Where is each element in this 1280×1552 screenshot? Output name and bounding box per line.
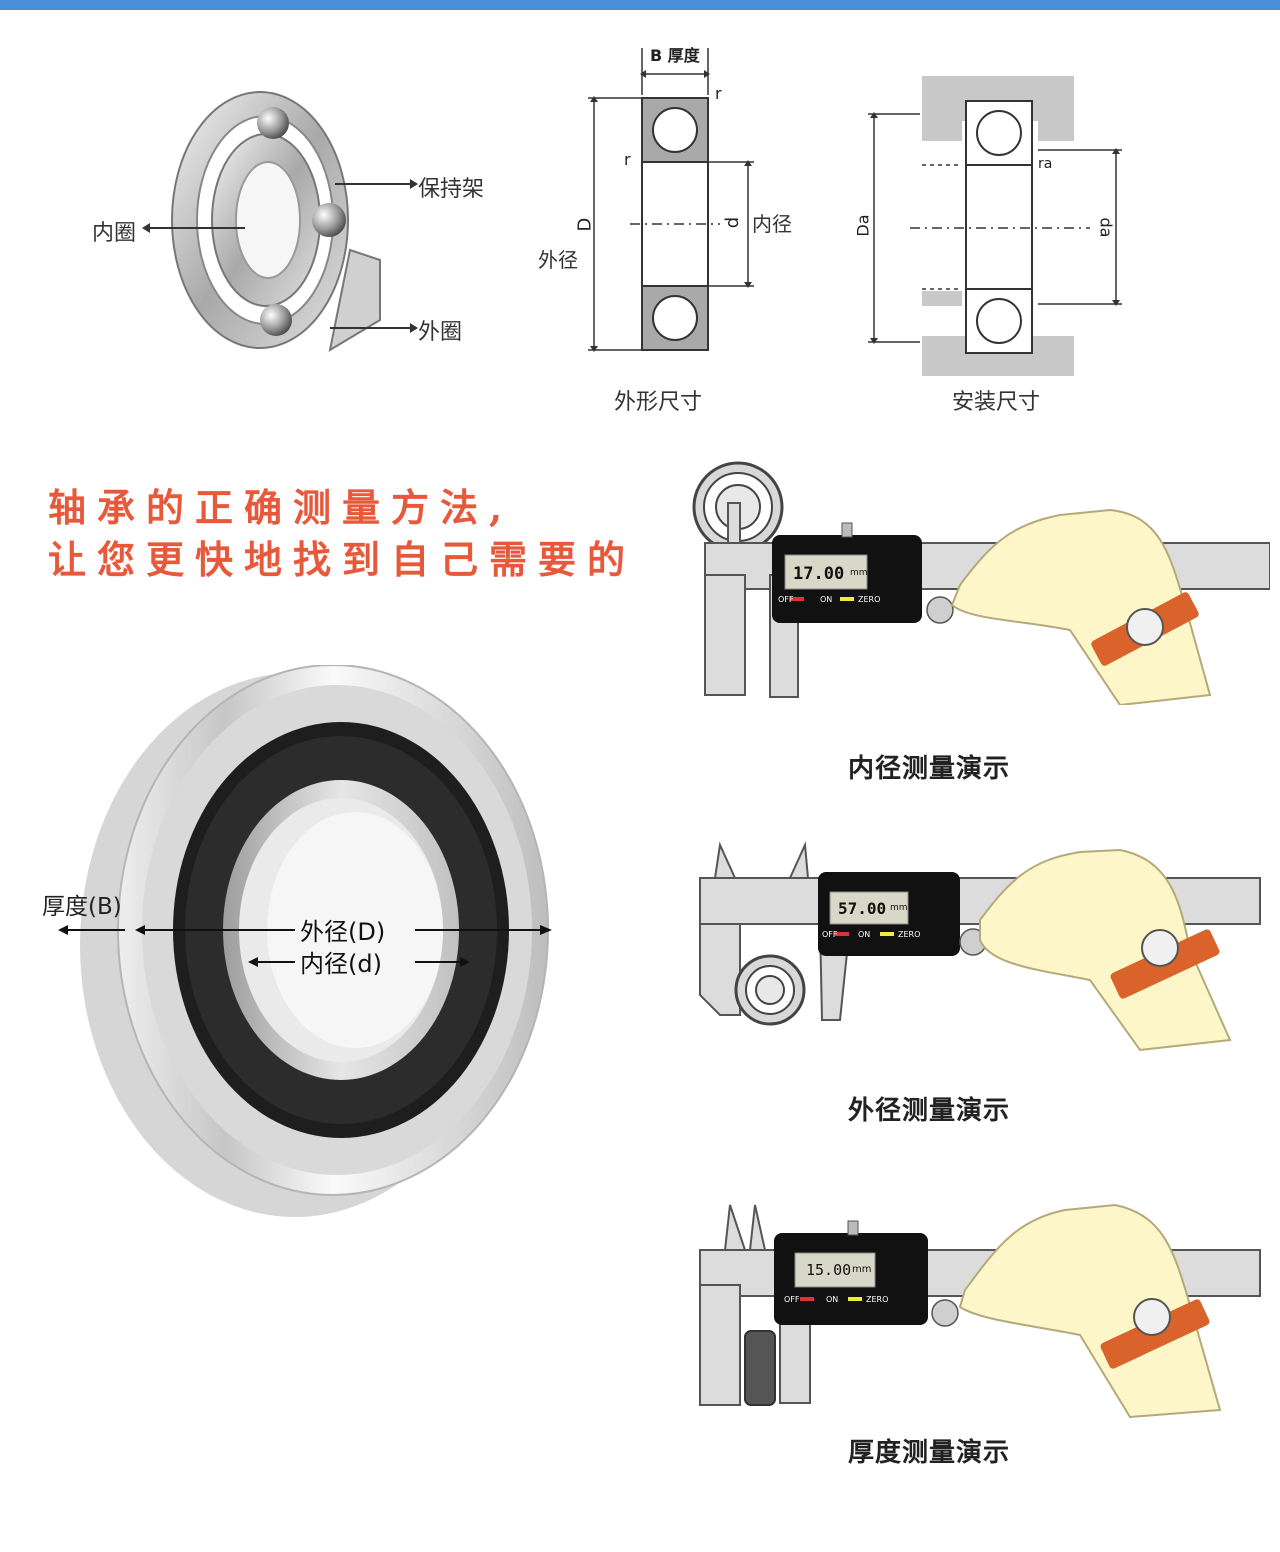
- bearing-cutaway-illustration: [171, 91, 381, 353]
- caliper-unit-thickness: mm: [852, 1264, 872, 1275]
- caliper-unit-outer: mm: [890, 903, 908, 913]
- outer-diameter-demo-caption: 外径测量演示: [848, 1096, 1011, 1126]
- outline-dimension-drawing: [588, 48, 754, 352]
- outline-dims-caption: 外形尺寸: [614, 390, 703, 415]
- mounting-dimension-drawing: [868, 76, 1122, 376]
- caliper-illustration-thickness: [699, 1203, 1261, 1419]
- housing-diameter-Da-label: Da: [853, 214, 873, 237]
- mount-dims-caption: 安装尺寸: [952, 390, 1041, 415]
- inner-diameter-demo: 17.00 mm OFF ON ZERO: [690, 455, 1271, 707]
- thickness-demo-caption: 厚度测量演示: [848, 1438, 1011, 1468]
- inner-diameter-d-symbol: d: [722, 216, 744, 229]
- caliper-on-label-3: ON: [826, 1295, 839, 1304]
- caliper-illustration-inner: [692, 461, 1271, 707]
- shaft-diameter-da-label: da: [1096, 217, 1116, 238]
- outer-diameter-D-symbol: D: [574, 217, 596, 232]
- radius-r-label-side: r: [624, 150, 631, 169]
- bearing-dimension-arrows: [58, 925, 552, 967]
- inner-diameter-label: 内径: [752, 212, 792, 236]
- radius-r-label-top: r: [715, 84, 722, 103]
- inner-diameter-demo-caption: 内径测量演示: [848, 754, 1011, 784]
- caliper-zero-label-2: ZERO: [898, 930, 921, 939]
- caliper-reading-inner: 17.00: [793, 564, 845, 584]
- caliper-illustration-outer: [699, 841, 1261, 1052]
- caliper-unit-inner: mm: [850, 568, 868, 578]
- headline: 轴承的正确测量方法, 让您更快地找到自己需要的: [48, 482, 636, 586]
- outer-diameter-label: 外径: [538, 248, 578, 272]
- inner-ring-label: 内圈: [92, 221, 137, 246]
- outer-diameter-D-label: 外径(D): [300, 918, 386, 946]
- cage-label: 保持架: [418, 177, 485, 202]
- headline-line-2: 让您更快地找到自己需要的: [48, 537, 637, 582]
- caliper-zero-label-3: ZERO: [866, 1295, 889, 1304]
- headline-line-1: 轴承的正确测量方法,: [48, 485, 514, 530]
- caliper-off-label-2: OFF: [822, 930, 838, 939]
- caliper-reading-outer: 57.00: [838, 899, 887, 918]
- outer-diameter-demo: 57.00 mm OFF ON ZERO: [690, 840, 1270, 1060]
- inner-diameter-d-label: 内径(d): [300, 950, 382, 978]
- width-b-label: B 厚度: [650, 46, 700, 65]
- cutaway-leader-lines: [142, 179, 418, 333]
- caliper-zero-label-1: ZERO: [858, 595, 881, 604]
- thickness-B-label: 厚度(B): [42, 894, 122, 920]
- thickness-demo: 15.00 mm OFF ON ZERO: [690, 1195, 1270, 1425]
- caliper-on-label-1: ON: [820, 595, 833, 604]
- caliper-off-label-1: OFF: [778, 595, 794, 604]
- outer-ring-label: 外圈: [418, 320, 463, 345]
- sealed-bearing-photo: [80, 665, 549, 1217]
- caliper-reading-thickness: 15.00: [806, 1261, 852, 1279]
- caliper-on-label-2: ON: [858, 930, 871, 939]
- top-accent-bar: [0, 0, 1280, 10]
- caliper-off-label-3: OFF: [784, 1295, 800, 1304]
- fillet-ra-label: ra: [1038, 156, 1053, 172]
